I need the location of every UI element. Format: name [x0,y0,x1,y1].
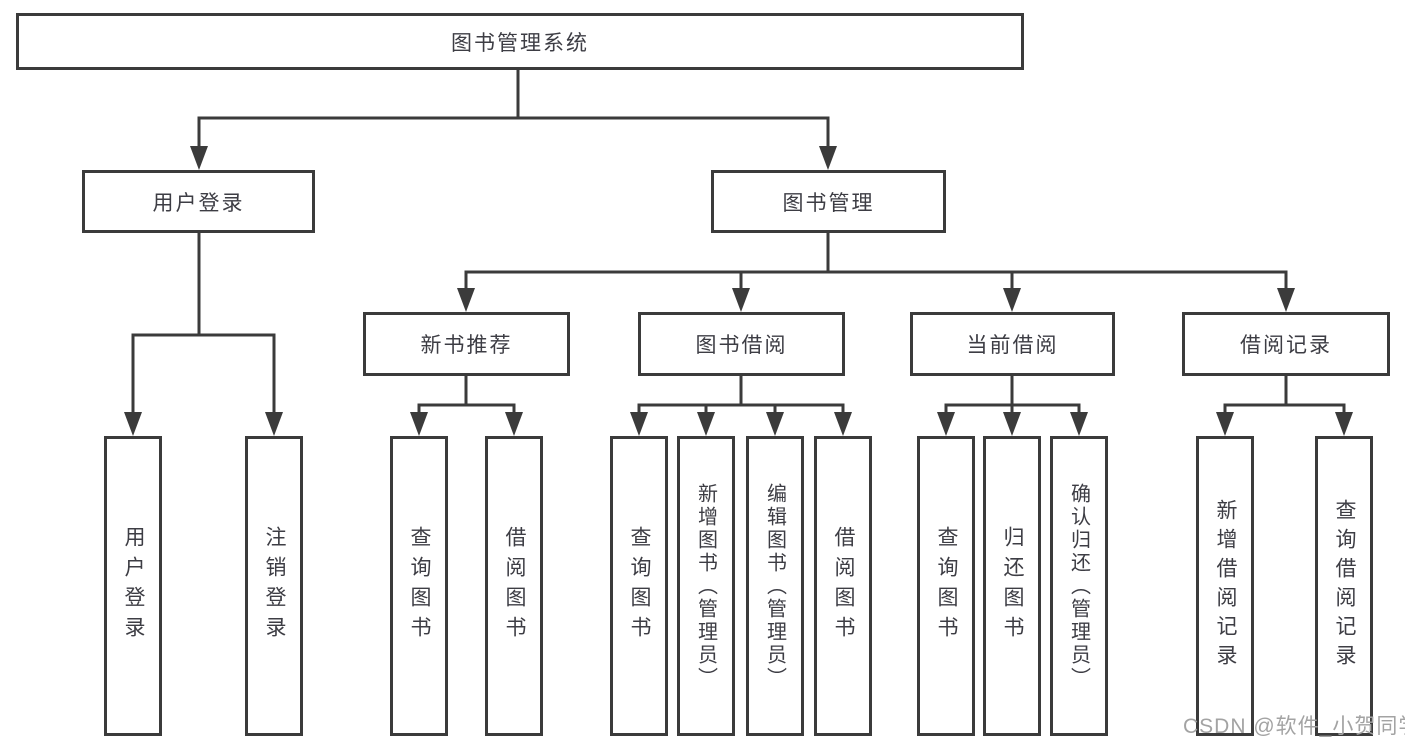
leaf-add-borrow-record: 新增借阅记录 [1196,436,1254,736]
node-user-login-branch: 用户登录 [82,170,315,233]
leaf-add-books-admin: 新增图书（管理员） [677,436,735,736]
leaf-edit-books-admin: 编辑图书（管理员） [746,436,804,736]
node-book-borrowing: 图书借阅 [638,312,845,376]
leaf-query-books-borrow: 查询图书 [610,436,668,736]
leaf-borrow-books-recommend: 借阅图书 [485,436,543,736]
leaf-return-books: 归还图书 [983,436,1041,736]
csdn-watermark: CSDN @软件_小贺同学 [1183,715,1405,738]
node-book-management-branch: 图书管理 [711,170,946,233]
leaf-confirm-return-admin: 确认归还（管理员） [1050,436,1108,736]
node-current-borrowing: 当前借阅 [910,312,1115,376]
leaf-logout: 注销登录 [245,436,303,736]
node-root-system: 图书管理系统 [16,13,1024,70]
leaf-query-borrow-record: 查询借阅记录 [1315,436,1373,736]
leaf-borrow-books: 借阅图书 [814,436,872,736]
leaf-user-login: 用户登录 [104,436,162,736]
leaf-query-books-recommend: 查询图书 [390,436,448,736]
leaf-query-books-current: 查询图书 [917,436,975,736]
node-borrow-records: 借阅记录 [1182,312,1390,376]
node-new-book-recommend: 新书推荐 [363,312,570,376]
